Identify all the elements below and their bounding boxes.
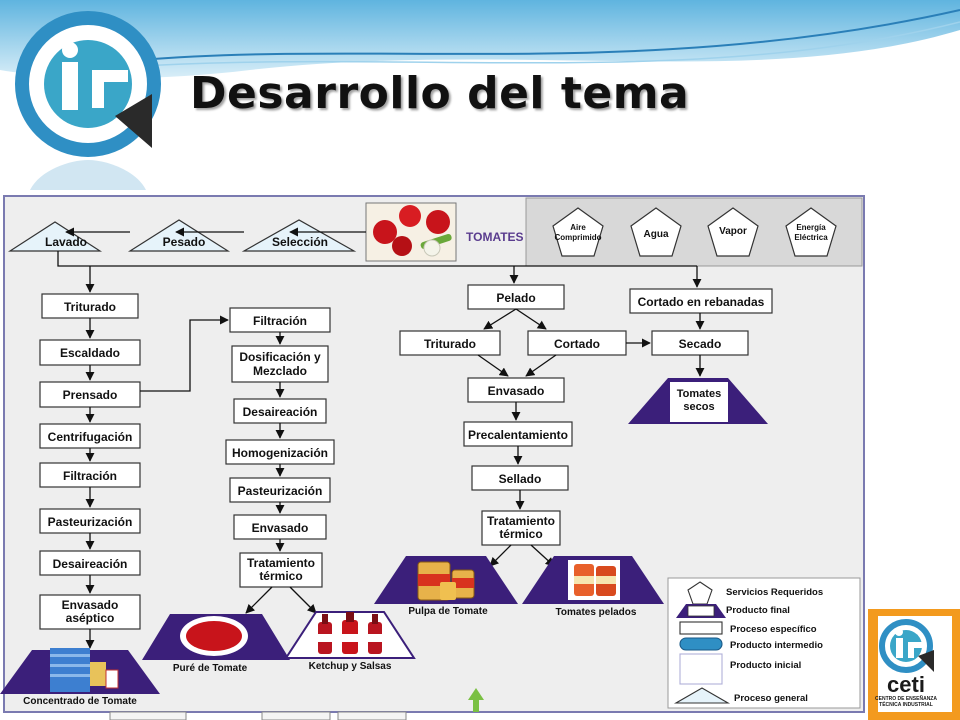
col1-pasteurizacion: Pasteurización: [48, 515, 133, 529]
final-pure-label: Puré de Tomate: [173, 663, 248, 674]
ceti-logo-sub1: CENTRO DE ENSEÑANZA: [875, 695, 937, 702]
col3-sellado: Sellado: [499, 472, 542, 486]
col2-tratamiento-line2: térmico: [259, 569, 302, 583]
final-tomates-secos-line1: Tomates: [677, 388, 721, 400]
col2-dosificacion-line2: Mezclado: [253, 364, 307, 378]
col2-desaireacion: Desaireación: [243, 405, 318, 419]
up-arrow-icon: [468, 688, 484, 712]
col1-centrifugacion: Centrifugación: [48, 430, 133, 444]
service-agua-line1: Agua: [644, 229, 669, 240]
col2-arrows: [245, 332, 317, 614]
legend-producto-inicial: Producto inicial: [730, 660, 801, 671]
service-aire: Aire Comprimido: [552, 207, 604, 257]
legend-producto-final: Producto final: [726, 605, 790, 616]
col2-homogenizacion: Homogenización: [232, 446, 328, 460]
service-energia-line2: Eléctrica: [794, 233, 828, 242]
legend-proceso-general: Proceso general: [734, 693, 808, 704]
col1-escaldado: Escaldado: [60, 346, 120, 360]
col3-arrows: [477, 308, 651, 567]
legend: Servicios Requeridos Producto final Proc…: [667, 577, 861, 709]
col1-arrows: [85, 315, 229, 649]
col3-cortado: Cortado: [554, 337, 600, 351]
label-lavado: Lavado: [45, 235, 87, 249]
col2-filtracion: Filtración: [253, 314, 307, 328]
final-tomates-secos-line2: secos: [683, 401, 714, 413]
col1-envasado-line1: Envasado: [62, 598, 119, 612]
ceti-logo-text: ceti: [887, 672, 925, 697]
service-vapor-line1: Vapor: [719, 226, 747, 237]
col3-precalentamiento: Precalentamiento: [468, 428, 568, 442]
final-ketchup-label: Ketchup y Salsas: [309, 661, 392, 672]
header-logo: [15, 11, 161, 157]
thumbnail-strip: [109, 711, 407, 720]
service-energia-line1: Energía: [796, 223, 826, 232]
node-lavado: Lavado: [7, 221, 103, 252]
page-title: Desarrollo del tema: [190, 68, 690, 119]
col2-nodes: Filtración Dosificación y Mezclado Desai…: [225, 307, 335, 588]
col1-nodes: Triturado Escaldado Prensado Centrifugac…: [39, 293, 141, 630]
label-pesado: Pesado: [163, 235, 206, 249]
final-pelados: [522, 556, 664, 604]
col2-tratamiento-line1: Tratamiento: [247, 556, 315, 570]
col4-cortado-rebanadas: Cortado en rebanadas: [638, 295, 765, 309]
col1-filtracion: Filtración: [63, 469, 117, 483]
final-pulpa: [374, 556, 518, 604]
legend-producto-intermedio: Producto intermedio: [730, 640, 823, 651]
final-pulpa-label: Pulpa de Tomate: [408, 606, 488, 617]
col1-prensado: Prensado: [63, 388, 118, 402]
legend-process-icon: [679, 621, 723, 635]
label-seleccion: Selección: [272, 235, 328, 249]
final-concentrado-label: Concentrado de Tomate: [23, 696, 137, 707]
service-vapor: Vapor: [707, 207, 759, 257]
legend-proceso-especifico: Proceso específico: [730, 624, 817, 635]
service-aire-line2: Comprimido: [554, 233, 601, 242]
col3-tratamiento-line2: térmico: [499, 527, 542, 541]
col3-triturado: Triturado: [424, 337, 476, 351]
col3-pelado: Pelado: [496, 291, 535, 305]
ceti-logo: ceti CENTRO DE ENSEÑANZA TÉCNICA INDUSTR…: [868, 609, 960, 720]
final-ketchup: [284, 611, 416, 659]
legend-triangle-icon: [673, 687, 731, 704]
final-pure: [142, 614, 290, 660]
service-aire-line1: Aire: [570, 223, 586, 232]
legend-initial-icon: [679, 653, 723, 685]
col2-dosificacion-line1: Dosificación y: [239, 350, 321, 364]
header-logo-reflection: [30, 160, 146, 190]
col1-desaireacion: Desaireación: [53, 557, 128, 571]
legend-servicios: Servicios Requeridos: [726, 587, 823, 598]
ceti-logo-sub2: TÉCNICA INDUSTRIAL: [879, 700, 933, 708]
final-pelados-label: Tomates pelados: [556, 607, 637, 618]
col1-envasado-line2: aséptico: [66, 611, 115, 625]
col2-envasado: Envasado: [252, 521, 309, 535]
service-energia: Energía Eléctrica: [785, 207, 837, 257]
col4-nodes: Cortado en rebanadas Secado: [629, 288, 773, 356]
col4-secado: Secado: [679, 337, 722, 351]
col3-nodes: Pelado Triturado Cortado Envasado Precal…: [399, 284, 627, 546]
node-seleccion: Selección: [241, 219, 357, 252]
tomatoes-photo: [365, 202, 457, 262]
col3-tratamiento-line1: Tratamiento: [487, 514, 555, 528]
label-tomates: TOMATES: [466, 230, 524, 244]
service-agua: Agua: [630, 207, 682, 257]
legend-intermediate-icon: [679, 637, 723, 651]
final-concentrado: [0, 648, 160, 694]
col1-triturado: Triturado: [64, 300, 116, 314]
final-tomates-secos: [628, 378, 768, 424]
col3-envasado: Envasado: [488, 384, 545, 398]
col2-pasteurizacion: Pasteurización: [238, 484, 323, 498]
header-wave: [0, 0, 960, 79]
